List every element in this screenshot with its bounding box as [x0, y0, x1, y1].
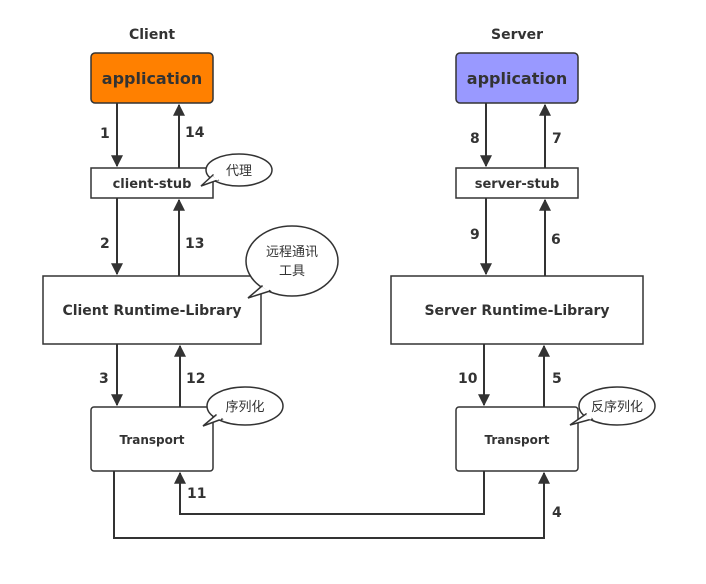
proxy-callout-text: 代理 — [226, 164, 252, 179]
step-label: 4 — [552, 505, 562, 521]
step-label: 14 — [185, 125, 205, 141]
client-runtime-box — [42, 275, 262, 345]
client-application-box — [90, 52, 214, 104]
step-label: 5 — [552, 371, 562, 387]
server-transport-box — [455, 406, 579, 472]
server-application-box — [455, 52, 579, 104]
client-application-label: application — [102, 69, 202, 88]
step-label: 13 — [185, 236, 204, 252]
step-label: 1 — [100, 126, 110, 142]
server-runtime-label: Server Runtime-Library — [424, 303, 609, 319]
deserialize-callout-bubble — [578, 386, 656, 426]
client-transport-label: Transport — [119, 433, 184, 447]
client-title: Client — [129, 27, 175, 43]
step-label: 2 — [100, 236, 110, 252]
arrow-step-4 — [113, 471, 550, 539]
serialize-callout-bubble — [206, 386, 284, 426]
remote-callout-text-1: 远程通讯 — [266, 245, 318, 260]
remote-callout-text-2: 工具 — [279, 264, 305, 279]
remote-callout-bubble — [245, 225, 339, 297]
step-label: 7 — [552, 131, 562, 147]
client-stub-box — [90, 167, 214, 199]
server-runtime-box — [390, 275, 644, 345]
client-runtime-label: Client Runtime-Library — [62, 303, 241, 319]
arrow-step-11 — [174, 471, 485, 515]
server-stub-box — [455, 167, 579, 199]
proxy-callout-bubble — [205, 153, 273, 187]
step-label: 10 — [458, 371, 478, 387]
step-label: 6 — [551, 232, 561, 248]
client-stub-label: client-stub — [113, 177, 192, 192]
server-application-label: application — [467, 69, 567, 88]
server-transport-label: Transport — [484, 433, 549, 447]
server-stub-label: server-stub — [475, 177, 560, 192]
step-label: 12 — [186, 371, 205, 387]
server-title: Server — [491, 27, 543, 43]
deserialize-callout-text: 反序列化 — [591, 400, 643, 415]
client-transport-box — [90, 406, 214, 472]
step-label: 8 — [470, 131, 480, 147]
step-label: 11 — [187, 486, 206, 502]
step-label: 3 — [99, 371, 109, 387]
serialize-callout-text: 序列化 — [225, 400, 264, 415]
step-label: 9 — [470, 227, 480, 243]
